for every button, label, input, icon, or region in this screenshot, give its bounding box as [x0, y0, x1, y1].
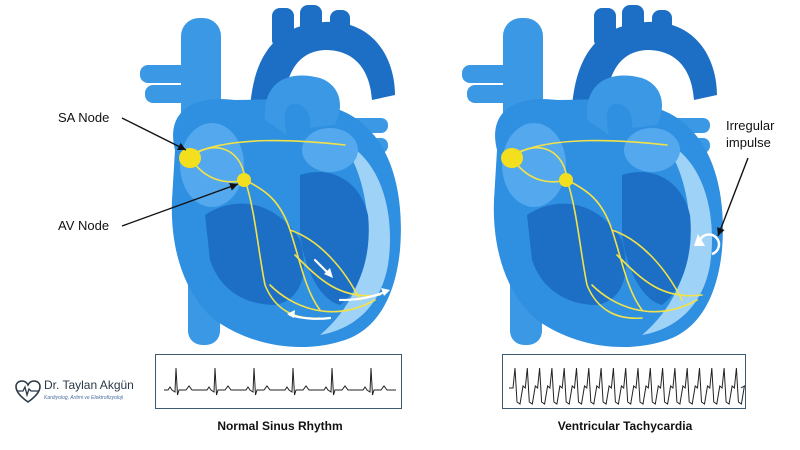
heart-vt: [462, 5, 723, 348]
right-pulmonary-vein-2: [467, 85, 522, 103]
pulmonary-trunk: [264, 75, 340, 135]
impulse-arrow-2: [338, 290, 387, 302]
caption-normal: Normal Sinus Rhythm: [217, 419, 343, 433]
brand-name: Dr. Taylan Akgün: [44, 378, 134, 392]
purkinje-fibers-3: [591, 284, 698, 313]
sa-node: [501, 148, 523, 168]
bachmann-bundle: [189, 139, 346, 156]
irregular-impulse-pointer: [717, 157, 749, 237]
irregular-impulse-pointer-head: [717, 227, 725, 236]
av-node-label: AV Node: [58, 218, 110, 233]
caption-vt: Ventricular Tachycardia: [557, 419, 693, 433]
heart-ecg-icon: [15, 380, 41, 403]
sa-node-pointer: [121, 117, 187, 151]
ecg-line-normal: [164, 367, 396, 396]
purkinje-fibers-2: [294, 254, 381, 297]
left-atrium: [624, 128, 680, 172]
sa-node-label: SA Node: [58, 110, 110, 125]
aortic-branch-1: [594, 8, 616, 48]
brand-logo: Dr. Taylan Akgün Kardiyolog, Aritmi ve E…: [14, 378, 164, 408]
right-bundle-branch: [566, 179, 643, 320]
right-ventricle: [205, 203, 304, 305]
irregular-label-line2: impulse: [726, 135, 771, 150]
purkinje-fibers-1: [611, 229, 683, 301]
left-ventricle-wall: [320, 140, 391, 335]
left-ventricle: [300, 171, 369, 305]
irregular-impulse-arrowhead: [694, 234, 705, 246]
left-ventricle: [622, 171, 691, 305]
av-node: [237, 173, 251, 187]
aortic-branch-3: [652, 10, 672, 45]
av-node-pointer: [121, 183, 239, 227]
av-node-pointer-head: [229, 182, 238, 191]
aortic-arch: [571, 21, 717, 151]
right-ventricle: [527, 203, 626, 305]
impulse-arrowhead-1: [324, 268, 333, 278]
pulmonary-trunk: [586, 75, 662, 135]
purkinje-fibers-2: [616, 254, 703, 297]
right-pulmonary-vein-1: [462, 65, 522, 83]
av-node: [559, 173, 573, 187]
ecg-trace-vt: [509, 367, 746, 405]
purkinje-fibers-3: [269, 284, 376, 313]
heart-normal: [140, 5, 401, 348]
aortic-arch: [249, 21, 395, 151]
ecg-trace-normal: [164, 367, 396, 396]
aortic-branch-2: [300, 5, 322, 40]
irregular-label-line1: Irregular: [726, 118, 775, 133]
irregular-impulse-circle: [698, 233, 721, 256]
left-atrium: [302, 128, 358, 172]
left-ventricle-wall: [642, 140, 713, 335]
aortic-branch-2: [622, 5, 644, 40]
bachmann-bundle: [511, 139, 668, 156]
brand-subtitle: Kardiyolog, Aritmi ve Elektrofizyoloji: [44, 395, 124, 401]
purkinje-fibers-1: [289, 229, 361, 301]
aortic-branch-3: [330, 10, 350, 45]
impulse-arrowhead-3: [287, 310, 295, 318]
ecg-strip-normal: [155, 354, 402, 409]
sa-node-pointer-head: [177, 142, 186, 150]
ecg-line-vt: [509, 367, 746, 405]
sa-node: [179, 148, 201, 168]
right-pulmonary-vein-2: [145, 85, 200, 103]
right-pulmonary-vein-1: [140, 65, 200, 83]
impulse-arrowhead-2: [381, 288, 390, 296]
ecg-strip-vt: [502, 354, 746, 409]
aortic-branch-1: [272, 8, 294, 48]
